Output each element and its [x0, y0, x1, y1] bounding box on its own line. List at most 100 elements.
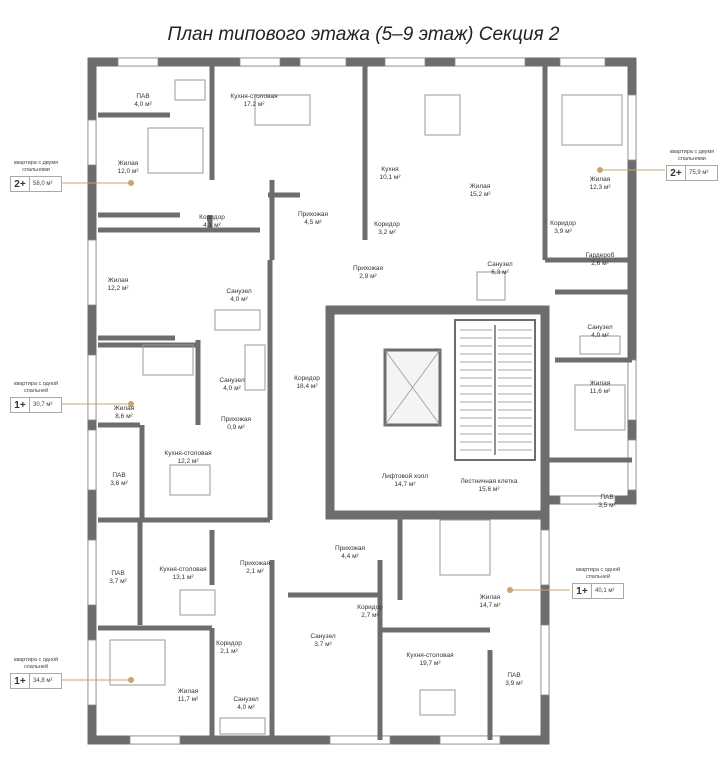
room-name: Прихожая: [352, 265, 384, 272]
apartment-badge: квартира с двумя спальнями 2+ 58,0 м²: [10, 160, 62, 192]
room-name: ПАВ: [600, 494, 614, 501]
room-name: Жилая: [177, 688, 199, 695]
room-name: Жилая: [113, 405, 135, 412]
room-area: 3,9 м²: [505, 680, 523, 687]
room-name: Коридор: [199, 214, 225, 221]
room-area: 15,2 м²: [469, 191, 491, 198]
room-area: 15,6 м²: [478, 486, 500, 493]
room-area: 14,7 м²: [394, 481, 416, 488]
room-name: Санузел: [310, 633, 336, 640]
room-area: 3,7 м²: [314, 641, 332, 648]
room-name: Жилая: [117, 160, 139, 167]
room-name: Прихожая: [334, 545, 366, 552]
room-area: 3,2 м²: [378, 229, 396, 236]
room-name: Санузел: [233, 696, 259, 703]
room-area: 3,9 м²: [554, 228, 572, 235]
room-name: Санузел: [219, 377, 245, 384]
apartment-caption: квартира с одной спальней: [13, 657, 59, 670]
room-area: 4,0 м²: [237, 704, 255, 711]
apartment-area: 34,8 м²: [33, 678, 53, 684]
room-area: 2,1 м²: [246, 568, 264, 575]
room-name: Прихожая: [297, 211, 329, 218]
room-area: 4,0 м²: [591, 332, 609, 339]
room-area: 18,4 м²: [296, 383, 318, 390]
apartment-caption: квартира с одной спальней: [13, 381, 59, 394]
room-area: 4,0 м²: [134, 101, 152, 108]
room-area: 12,0 м²: [117, 168, 139, 175]
stair-steps: [460, 329, 532, 451]
room-name: ПАВ: [507, 672, 521, 679]
room-area: 2,7 м²: [361, 612, 379, 619]
apartment-area: 75,9 м²: [689, 170, 709, 176]
room-area: 2,9 м²: [359, 273, 377, 280]
room-name: Коридор: [550, 220, 576, 227]
room-name: Лифтовой холл: [381, 473, 429, 480]
building-core: [325, 305, 550, 520]
room-area: 12,3 м²: [589, 184, 611, 191]
room-area: 6,3 м²: [491, 269, 509, 276]
room-name: Коридор: [374, 221, 400, 228]
apartment-type: 2+: [11, 177, 30, 191]
badge-dots: [128, 167, 603, 683]
room-name: Кухня-столовая: [230, 93, 278, 100]
room-area: 17,2 м²: [243, 101, 265, 108]
room-name: Лестничная клетка: [460, 478, 518, 485]
room-area: 2,1 м²: [220, 648, 238, 655]
apartment-type: 1+: [573, 584, 592, 598]
room-name: Коридор: [216, 640, 242, 647]
room-name: Коридор: [294, 375, 320, 382]
room-name: ПАВ: [111, 570, 125, 577]
exterior-walls: [87, 57, 637, 745]
room-name: ПАВ: [136, 93, 150, 100]
apartment-badge: квартира с одной спальней 1+ 34,8 м²: [10, 657, 62, 689]
room-name: Гардероб: [585, 252, 615, 259]
apartment-type: 1+: [11, 398, 30, 412]
room-name: Жилая: [589, 176, 611, 183]
room-name: Кухня-столовая: [406, 652, 454, 659]
badge-leaders: [62, 169, 665, 681]
room-area: 3,7 м²: [109, 578, 127, 585]
room-name: Жилая: [589, 380, 611, 387]
apartment-area: 40,1 м²: [595, 588, 615, 594]
apartment-badge: квартира с одной спальней 1+ 40,1 м²: [572, 567, 624, 599]
room-area: 4,4 м²: [341, 553, 359, 560]
plan-title: План типового этажа (5–9 этаж) Секция 2: [167, 24, 560, 45]
room-area: 14,7 м²: [479, 602, 501, 609]
apartment-badge: квартира с одной спальней 1+ 30,7 м²: [10, 381, 62, 413]
room-name: Кухня-столовая: [164, 450, 212, 457]
room-name: ПАВ: [112, 472, 126, 479]
apartment-area: 58,0 м²: [33, 181, 53, 187]
room-name: Прихожая: [239, 560, 271, 567]
apartment-badge: квартира с двумя спальнями 2+ 75,9 м²: [666, 149, 718, 181]
